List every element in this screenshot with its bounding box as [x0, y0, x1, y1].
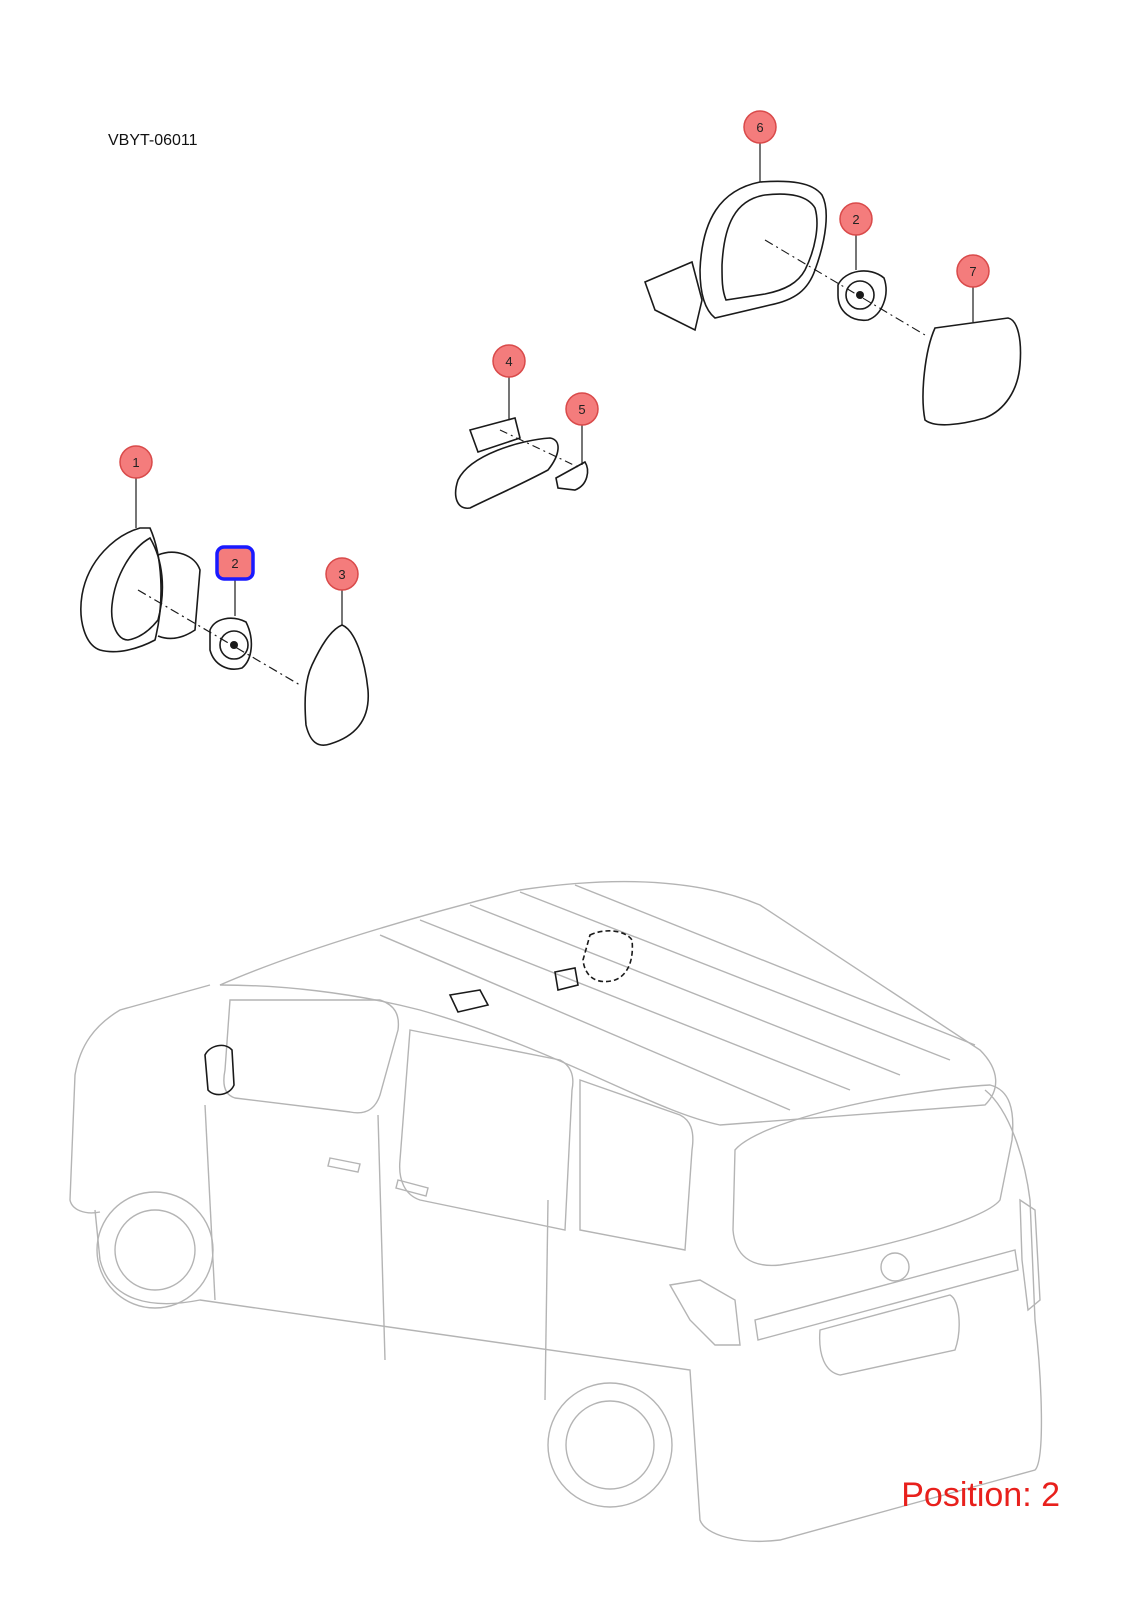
- mirror-base-right: [643, 260, 703, 332]
- mirror-motor-left: [209, 617, 253, 670]
- mirror-arm: [157, 551, 201, 640]
- mirror-motor-right: [837, 270, 887, 321]
- svg-text:5: 5: [578, 402, 585, 417]
- svg-text:7: 7: [969, 264, 976, 279]
- callout-1[interactable]: 1: [119, 445, 153, 479]
- motor-ring: [219, 630, 249, 660]
- van-front-window: [223, 999, 400, 1114]
- van-front: [69, 984, 211, 1214]
- callout-5[interactable]: 5: [565, 392, 599, 426]
- van-interior-mirror: [448, 989, 490, 1013]
- svg-text:1: 1: [132, 455, 139, 470]
- van-mirror-left: [204, 1044, 235, 1096]
- mirror-glass-left: [304, 624, 370, 746]
- van-taillight-left: [668, 1279, 741, 1346]
- van-rear-wheel: [547, 1382, 673, 1508]
- van-rear-light-bar: [754, 1249, 1019, 1341]
- mirror-housing-right-edge: [721, 193, 818, 301]
- mirror-housing-glass-edge: [110, 536, 164, 641]
- van-side-window-1: [398, 1029, 574, 1231]
- svg-text:6: 6: [756, 120, 763, 135]
- svg-text:3: 3: [338, 567, 345, 582]
- svg-text:2: 2: [852, 212, 859, 227]
- assembly-axis-left: [137, 589, 301, 686]
- interior-mirror-body: [454, 437, 559, 509]
- callout-7[interactable]: 7: [956, 254, 990, 288]
- callout-4[interactable]: 4: [492, 344, 526, 378]
- van-license-plate: [818, 1294, 960, 1376]
- interior-mirror-mount: [468, 417, 521, 454]
- interior-mirror-group: [454, 376, 589, 509]
- callout-2-selected[interactable]: 2: [215, 545, 255, 581]
- position-label: Position: 2: [901, 1476, 1060, 1514]
- van-side-window-2: [579, 1079, 694, 1251]
- interior-mirror-cover: [555, 460, 589, 491]
- mirror-housing-left: [80, 527, 162, 653]
- callout-2-right[interactable]: 2: [839, 202, 873, 236]
- motor-center: [230, 641, 238, 649]
- van-taillight-right: [1019, 1198, 1041, 1312]
- callout-3[interactable]: 3: [325, 557, 359, 591]
- callout-6[interactable]: 6: [743, 110, 777, 144]
- van-mirror-right: [582, 930, 634, 983]
- diagram-code: VBYT-06011: [108, 132, 198, 149]
- mirror-housing-right: [699, 180, 827, 319]
- van-body: [94, 1089, 1043, 1542]
- van-rear-emblem: [880, 1252, 910, 1282]
- right-mirror-group: [643, 143, 1022, 426]
- left-mirror-group: [80, 477, 370, 746]
- van-overview: [69, 880, 1043, 1542]
- svg-text:2: 2: [231, 556, 238, 571]
- van-roof: [219, 880, 997, 1126]
- svg-text:4: 4: [505, 354, 512, 369]
- van-rear-window: [732, 1084, 1014, 1267]
- mirror-glass-right: [922, 317, 1022, 426]
